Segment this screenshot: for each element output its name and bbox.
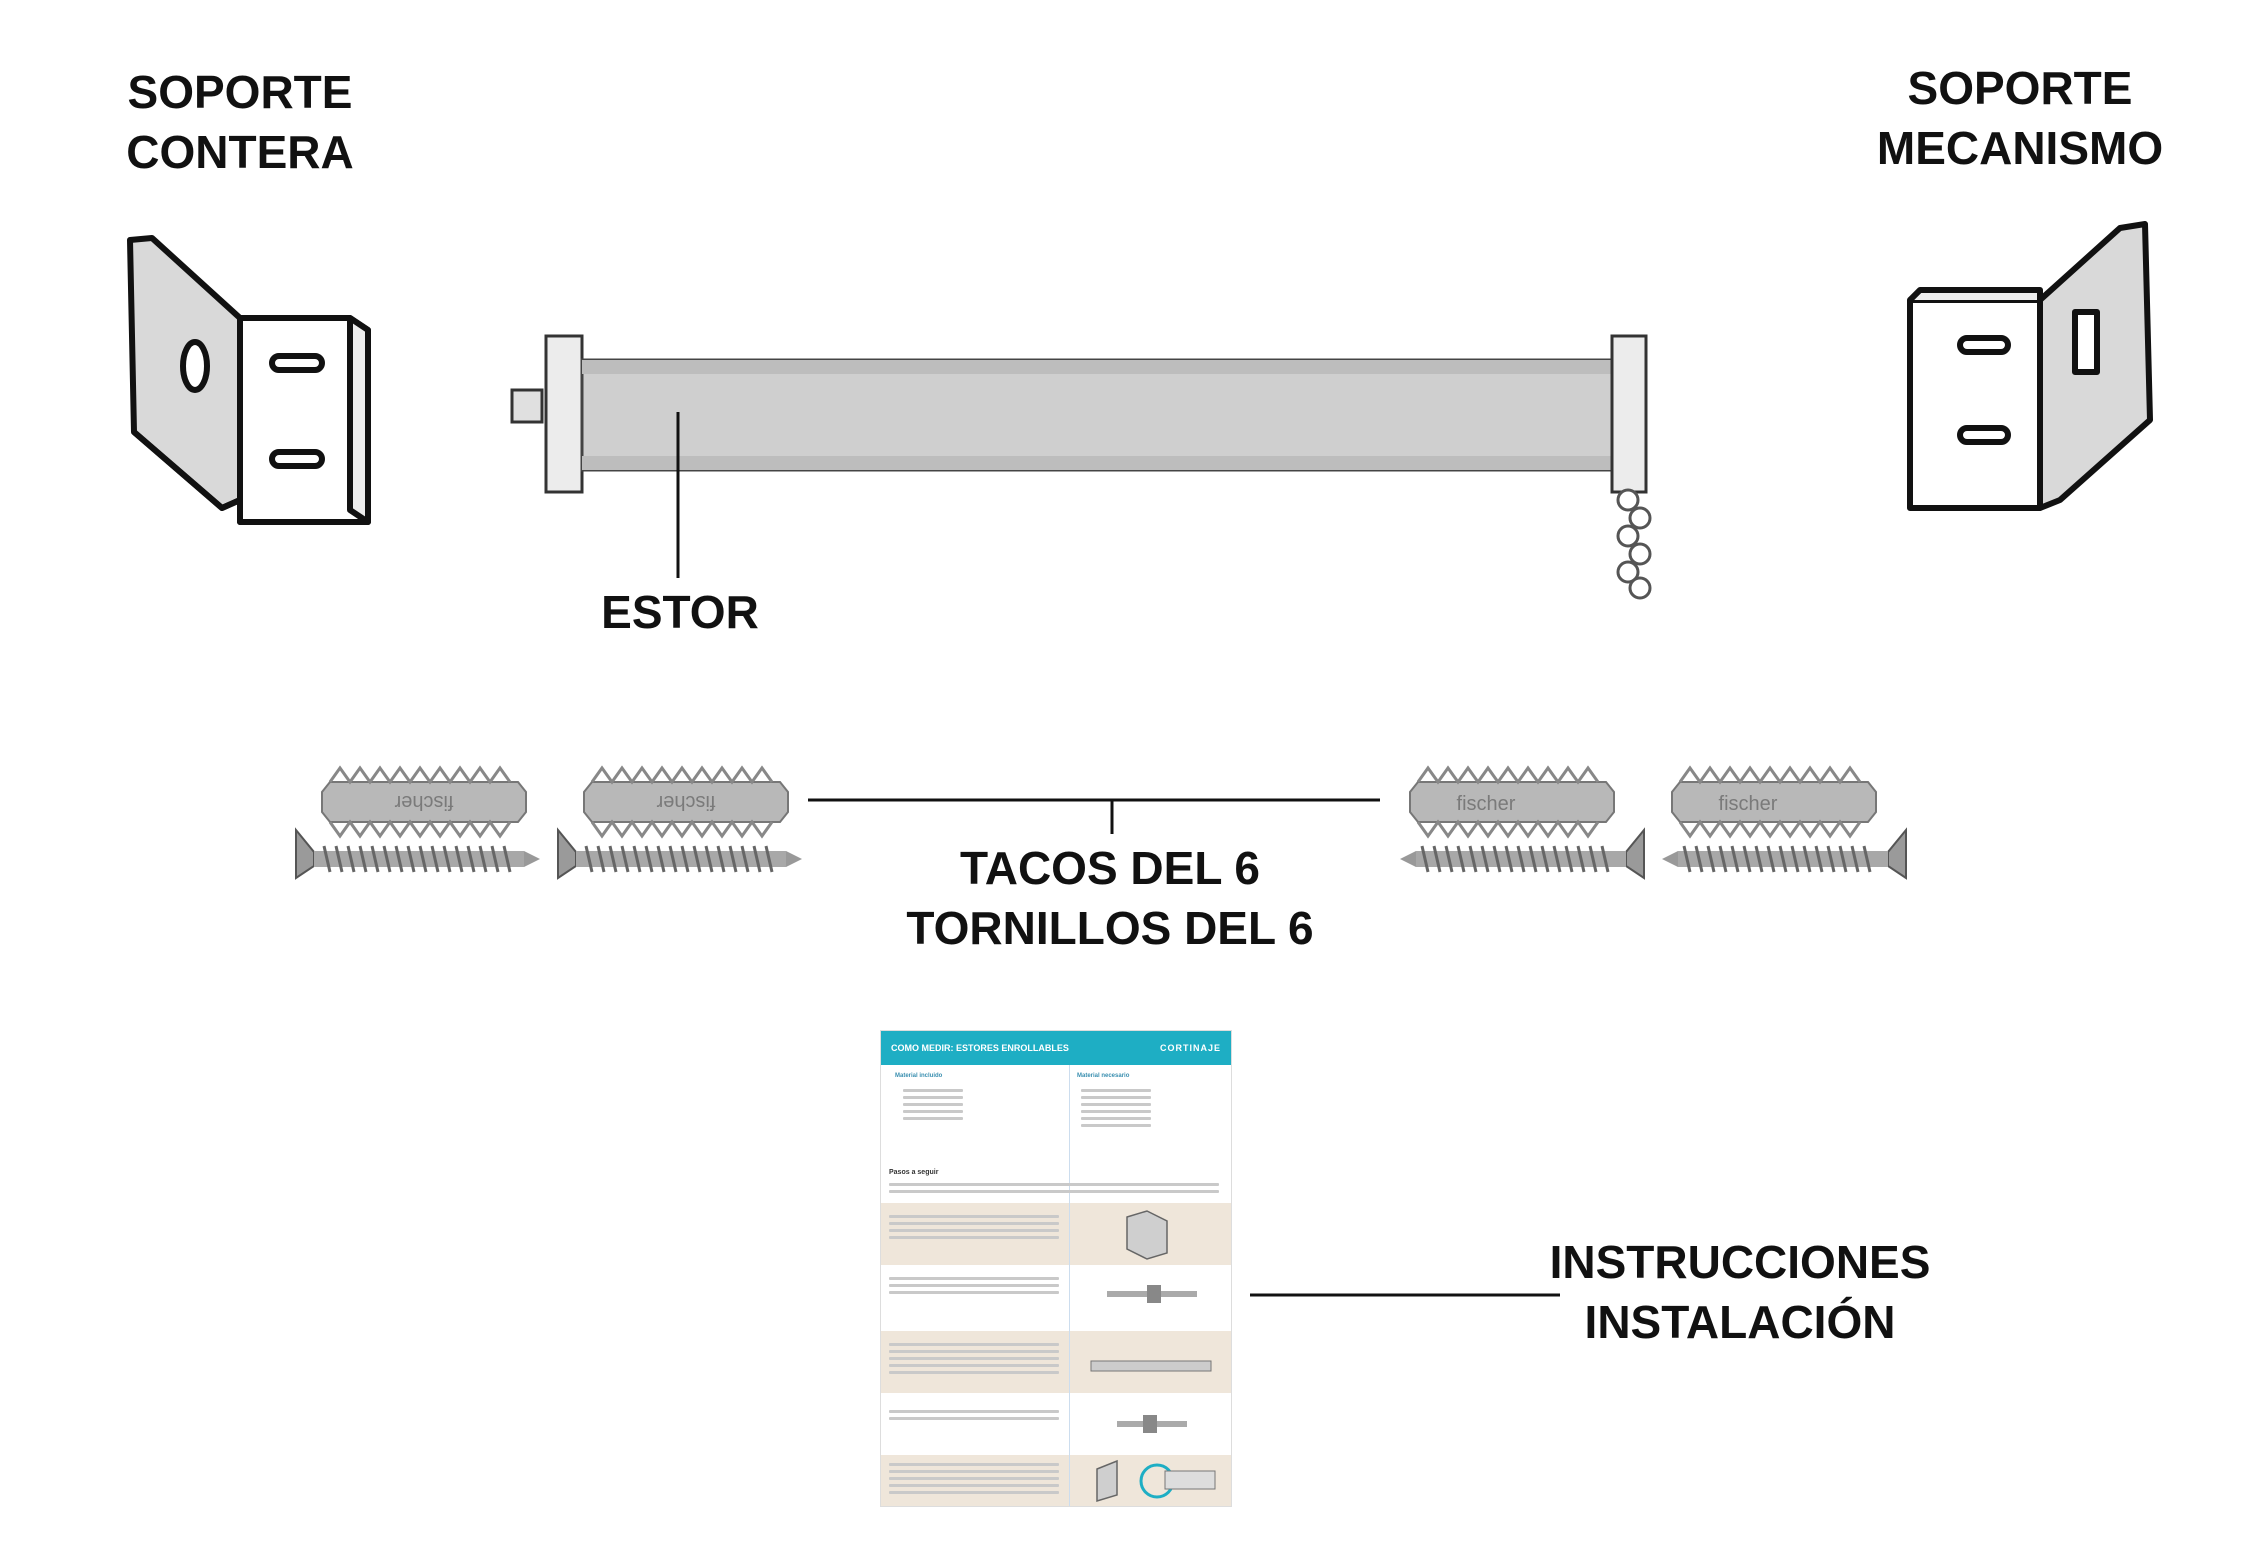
estor-pin (510, 388, 544, 424)
plug-brand-text: fischer (1457, 793, 1516, 815)
tornillo (295, 827, 315, 880)
slot-hole-bottom (1957, 425, 2011, 445)
slot-hole-bottom (269, 449, 325, 469)
estor-roller (510, 334, 1652, 600)
tornillo (1887, 827, 1907, 880)
slot-hole-top (269, 353, 325, 373)
brand-logo: CORTINAJE (1159, 1043, 1221, 1053)
soporte-contera-bracket (127, 235, 371, 525)
column-divider (1069, 1065, 1070, 1506)
material-incluido-heading: Material incluido (895, 1073, 943, 1079)
slot-hole-top (1957, 335, 2011, 355)
text-lines (889, 1277, 1059, 1298)
estor-endcap-left (544, 334, 584, 494)
tacos-tornillos-label: TACOS DEL 6 TORNILLOS DEL 6 (906, 842, 1314, 954)
tornillo (1625, 827, 1645, 880)
taco (583, 781, 789, 823)
material-necesario-heading: Material necesario (1077, 1073, 1130, 1079)
instruction-sheet-thumbnail: COMO MEDIR: ESTORES ENROLLABLES CORTINAJ… (880, 1030, 1232, 1507)
text-lines (889, 1215, 1059, 1243)
taco-set-2 (557, 765, 802, 880)
plug-brand-text: fischer (656, 791, 715, 813)
plug-brand-text: fischer (1719, 793, 1778, 815)
tacos-leader-line (808, 798, 1380, 834)
soporte-mecanismo-label: SOPORTE MECANISMO (1876, 62, 2164, 174)
text-lines (889, 1183, 1219, 1197)
soporte-mecanismo-bracket (1907, 221, 2153, 511)
text-lines (889, 1410, 1059, 1424)
taco-set-4 (1662, 765, 1907, 880)
soporte-contera-label: SOPORTE CONTERA (126, 66, 354, 178)
taco-set-1 (295, 765, 540, 880)
text-lines (1081, 1089, 1151, 1131)
estor-endcap-right (1610, 334, 1648, 494)
step-illustrations (1090, 1210, 1216, 1503)
instruction-sheet-body: Material incluido Material necesario Pas… (881, 1065, 1231, 1506)
estor-tube (580, 358, 1614, 472)
instruction-sheet-header: COMO MEDIR: ESTORES ENROLLABLES CORTINAJ… (881, 1031, 1231, 1065)
text-lines (889, 1463, 1059, 1498)
estor-chain (1616, 488, 1652, 600)
tornillo (557, 827, 577, 880)
step-band (881, 1203, 1231, 1265)
text-lines (889, 1343, 1059, 1378)
instrucciones-label: INSTRUCCIONES INSTALACIÓN (1549, 1236, 1931, 1348)
taco (321, 781, 527, 823)
text-lines (903, 1089, 963, 1124)
pasos-heading: Pasos a seguir (889, 1169, 939, 1176)
taco (1671, 781, 1877, 823)
taco (1409, 781, 1615, 823)
square-hole (2072, 309, 2100, 375)
estor-label: ESTOR (601, 586, 759, 638)
plug-brand-text: fischer (394, 791, 453, 813)
taco-set-3 (1400, 765, 1645, 880)
instruction-sheet-title: COMO MEDIR: ESTORES ENROLLABLES (891, 1043, 1069, 1053)
round-hole (180, 339, 210, 393)
